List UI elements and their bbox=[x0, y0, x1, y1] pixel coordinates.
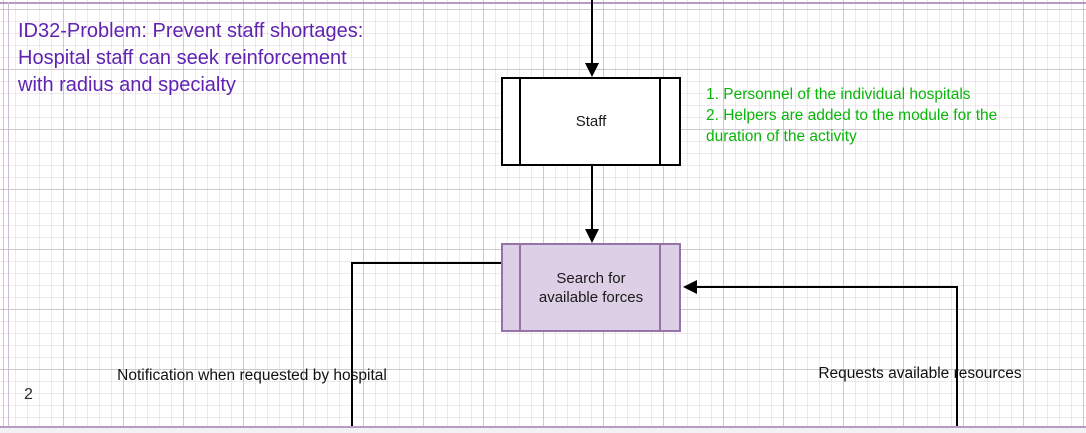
edge-staff-to-search-line[interactable] bbox=[591, 166, 593, 230]
edge-label-requests[interactable]: Requests available resources bbox=[818, 365, 1022, 382]
edge-notification-hline[interactable] bbox=[352, 262, 501, 264]
annotation-note[interactable]: 1. Personnel of the individual hospitals… bbox=[706, 86, 998, 145]
edge-label-notification[interactable]: Notification when requested by hospital bbox=[117, 367, 387, 384]
node-staff-left-bar bbox=[519, 79, 521, 164]
arrowhead-down-icon bbox=[585, 63, 599, 77]
arrowhead-left-icon bbox=[683, 280, 697, 294]
edge-notification-vline[interactable] bbox=[351, 262, 353, 433]
page-number: 2 bbox=[24, 386, 33, 403]
node-search-label: Search for available forces bbox=[538, 269, 644, 306]
diagram-title[interactable]: ID32-Problem: Prevent staff shortages: H… bbox=[18, 20, 364, 96]
below-page-area bbox=[0, 428, 1086, 433]
edge-into-staff-line[interactable] bbox=[591, 0, 593, 64]
arrowhead-down-icon bbox=[585, 229, 599, 243]
edge-requests-vline[interactable] bbox=[956, 286, 958, 433]
page-border-bottom bbox=[0, 426, 1086, 428]
node-search-left-bar bbox=[519, 245, 521, 330]
edge-requests-hline[interactable] bbox=[696, 286, 957, 288]
node-staff[interactable]: Staff bbox=[501, 77, 681, 166]
page-border-left bbox=[8, 2, 9, 426]
node-search-right-bar bbox=[659, 245, 661, 330]
node-search-available-forces[interactable]: Search for available forces bbox=[501, 243, 681, 332]
page-border-top bbox=[0, 2, 1086, 4]
node-staff-label: Staff bbox=[575, 113, 607, 130]
node-staff-right-bar bbox=[659, 79, 661, 164]
